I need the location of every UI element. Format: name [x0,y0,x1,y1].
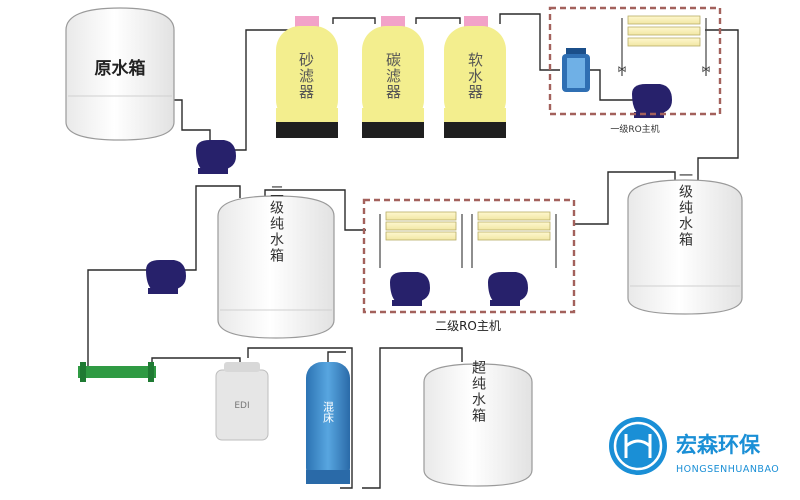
carbon-filter: 碳滤器 [362,16,424,138]
pipe-edi-to-resin [247,347,353,489]
softener-filter: 软水器 [444,16,506,138]
pipe-primary-to-ro2 [574,171,676,225]
raw-water-tank-label: 原水箱 [95,58,146,79]
ro-primary-membranes [621,15,707,76]
pipe-secondary-to-pump3 [184,185,241,271]
pipe-pump-to-filters [232,29,292,151]
valve-ro1-right: ⋈ [702,65,711,75]
uv-sterilizer [78,362,156,382]
sand-filter-label: 砂滤器 [297,52,315,100]
ro-secondary-membranes-a [379,211,463,268]
brand-logo: 宏森环保 HONGSENHUANBAO [609,417,779,475]
ro-primary-label: 一级RO主机 [610,123,659,135]
resin-bed: 混床 [306,362,350,484]
edi-label: EDI [234,401,249,411]
pump-2 [632,84,672,118]
ro-secondary-unit [362,198,576,314]
sand-filter: 砂滤器 [276,16,338,138]
edi-unit: EDI [215,362,269,441]
primary-pure-tank: 一级纯水箱 [627,168,743,315]
ro-secondary-label: 二级RO主机 [435,319,501,333]
pipe-ro2-to-secondary [264,189,366,231]
cartridge-filter [562,48,590,92]
pump-3 [146,260,186,294]
carbon-filter-label: 碳滤器 [384,52,402,100]
pipe-pump3-to-uv [87,269,148,368]
pump-ro2-a [390,272,430,306]
secondary-pure-tank: 二级纯水箱 [217,184,335,339]
pipe-ro1-to-primary [697,29,739,180]
ultra-pure-tank-label: 超纯水箱 [470,360,486,424]
pipe-cartridge-to-ro1 [586,69,640,101]
resin-bed-label: 混床 [322,401,335,424]
brand-emblem-icon [609,417,667,475]
secondary-pure-tank-label: 二级纯水箱 [268,184,284,264]
pipe-filter-link-2 [415,17,461,24]
pipe-resin-to-ultra [362,347,463,489]
brand-pinyin: HONGSENHUANBAO [676,464,779,475]
pipe-softener-to-cartridge [499,13,560,71]
primary-pure-tank-label: 一级纯水箱 [677,168,693,248]
ro-secondary-membranes-b [471,211,557,268]
ultra-pure-tank: 超纯水箱 [423,360,533,487]
softener-filter-label: 软水器 [466,52,484,100]
raw-water-tank: 原水箱 [65,7,175,141]
ro-primary-unit: ⋈ ⋈ [548,6,722,116]
pipe-filter-link-1 [332,17,376,24]
brand-name: 宏森环保 [676,433,761,457]
pipe-resin-inlet [327,351,346,362]
pipe-raw-to-pump [170,99,211,142]
valve-ro1-left: ⋈ [618,65,627,75]
pump-1 [196,140,236,174]
pump-ro2-b [488,272,528,306]
